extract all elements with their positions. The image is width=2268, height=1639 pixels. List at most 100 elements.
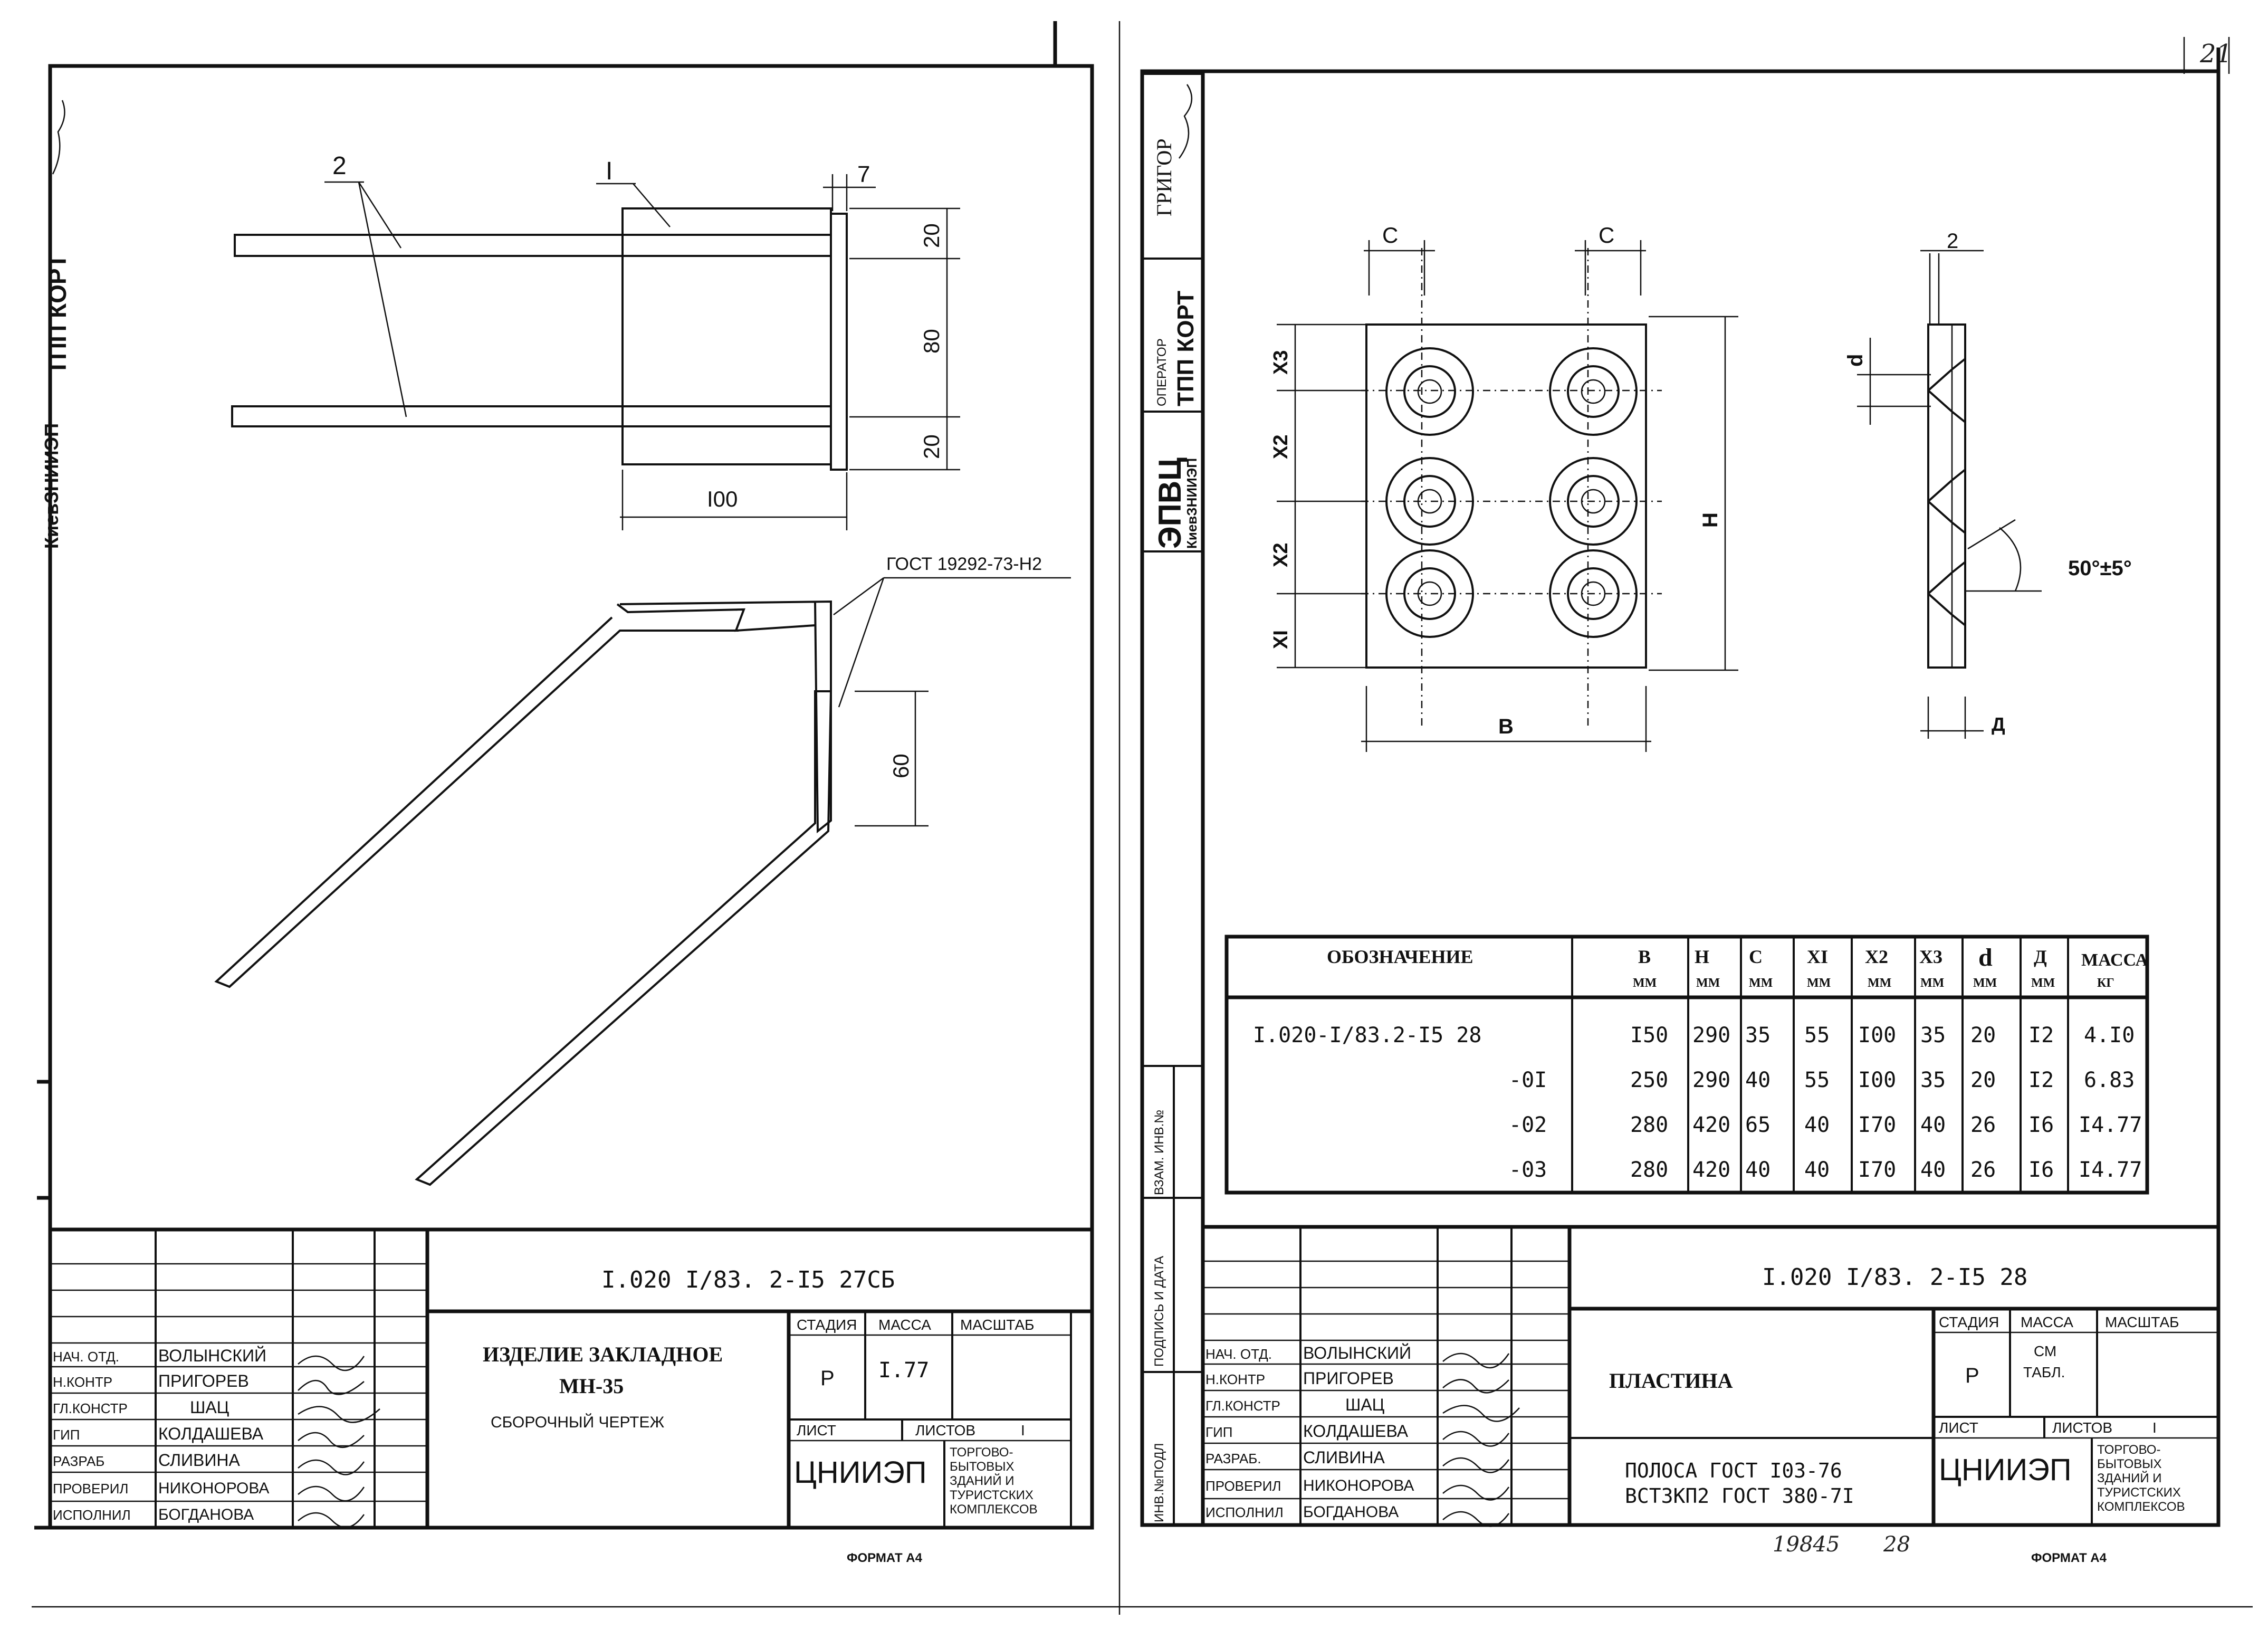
cell-designation: -02 bbox=[1509, 1113, 1547, 1137]
cell-x2: I00 bbox=[1858, 1068, 1896, 1092]
plate-plan-view: С С X3 X2 X2 XI Н В bbox=[1270, 223, 1738, 752]
left-item-name: ИЗДЕЛИЕ ЗАКЛАДНОЕ bbox=[483, 1342, 723, 1366]
th-d: d bbox=[1978, 944, 1993, 971]
plate-hole bbox=[1385, 549, 1474, 638]
left-signatures bbox=[298, 1355, 380, 1528]
th-mass: МАССА bbox=[2081, 950, 2148, 970]
right-sheet: ЭПВЦ КиевЗНИИЭП ОПЕРАТОР ТПП КОРТ ГРИГОР… bbox=[1140, 47, 2221, 1565]
th-x3: X3 bbox=[1919, 946, 1942, 967]
right-material-1: ПОЛОСА ГОСТ I03-76 bbox=[1625, 1459, 1842, 1482]
note-gost-weld: ГОСТ 19292-73-Н2 bbox=[886, 554, 1042, 574]
label-x1: XI bbox=[1270, 630, 1292, 649]
right-stamp-org: КиевЗНИИЭП bbox=[1184, 458, 1200, 549]
right-stamp-signature bbox=[1178, 84, 1193, 159]
callout-2: 2 bbox=[332, 152, 347, 180]
right-name-6: НИКОНОРОВА bbox=[1303, 1477, 1414, 1494]
label-x2-upper: X2 bbox=[1270, 435, 1292, 459]
right-stamp-box bbox=[1141, 73, 1204, 552]
callout-7: 7 bbox=[857, 161, 870, 187]
spec-table: ОБОЗНАЧЕНИЕ В ММ Н ММ С ММ XI ММ X2 ММ X… bbox=[1224, 935, 2149, 1195]
cell-d: 26 bbox=[1970, 1158, 1996, 1182]
left-stamp-signature bbox=[52, 100, 65, 175]
label-b: В bbox=[1498, 715, 1514, 738]
th-c: С bbox=[1749, 946, 1763, 967]
iso-plate-top bbox=[616, 603, 816, 632]
cell-mass: I4.77 bbox=[2079, 1158, 2142, 1182]
col-replace-inv: ВЗАМ. ИНВ.№ bbox=[1152, 1110, 1166, 1195]
label-d: d bbox=[1844, 354, 1867, 367]
th-x2: X2 bbox=[1865, 946, 1888, 967]
dim-60: 60 bbox=[888, 754, 913, 778]
cell-designation: -03 bbox=[1509, 1158, 1547, 1182]
th-x1: XI bbox=[1807, 946, 1828, 967]
plate-hole bbox=[1549, 347, 1638, 436]
right-org-desc-2: БЫТОВЫХ bbox=[2097, 1457, 2162, 1471]
iso-bar-upper bbox=[214, 616, 739, 988]
left-sheets-label: ЛИСТОВ bbox=[915, 1422, 975, 1438]
th-c-unit: ММ bbox=[1749, 976, 1773, 990]
label-D: Д bbox=[1992, 713, 2005, 735]
cell-x1: 40 bbox=[1804, 1158, 1830, 1182]
label-c-right: С bbox=[1599, 223, 1614, 247]
right-org-desc-1: ТОРГОВО- bbox=[2097, 1443, 2160, 1457]
right-role-2: Н.КОНТР bbox=[1205, 1371, 1265, 1387]
left-role-7: ИСПОЛНИЛ bbox=[53, 1507, 131, 1523]
right-role-5: РАЗРАБ. bbox=[1205, 1451, 1261, 1466]
right-org-desc-4: ТУРИСТСКИХ bbox=[2097, 1485, 2181, 1500]
cell-c: 40 bbox=[1745, 1158, 1771, 1182]
right-role-3: ГЛ.КОНСТР bbox=[1205, 1398, 1280, 1414]
left-mass-value: I.77 bbox=[878, 1358, 929, 1383]
th-x2-unit: ММ bbox=[1868, 976, 1891, 990]
th-h: Н bbox=[1695, 946, 1709, 967]
dim-20-top: 20 bbox=[919, 223, 944, 248]
th-d-unit: ММ bbox=[1973, 976, 1997, 990]
col-inv-podl: ИНВ.№ПОДЛ bbox=[1152, 1443, 1166, 1522]
left-name-7: БОГДАНОВА bbox=[158, 1506, 254, 1523]
archive-sheet: 28 bbox=[1883, 1532, 1910, 1557]
left-role-1: НАЧ. ОТД. bbox=[53, 1349, 119, 1365]
left-sheets-value: I bbox=[1021, 1422, 1025, 1438]
cell-d: 20 bbox=[1970, 1068, 1996, 1092]
right-scale-header: МАСШТАБ bbox=[2105, 1314, 2179, 1330]
cell-mass: 6.83 bbox=[2084, 1068, 2135, 1092]
cell-h: 420 bbox=[1692, 1158, 1730, 1182]
left-role-6: ПРОВЕРИЛ bbox=[53, 1481, 128, 1497]
th-D-unit: ММ bbox=[2031, 976, 2055, 990]
th-b-unit: ММ bbox=[1633, 976, 1657, 990]
cell-d: 26 bbox=[1970, 1113, 1996, 1137]
plate-hole bbox=[1385, 347, 1474, 436]
left-org-desc-2: БЫТОВЫХ bbox=[950, 1460, 1015, 1474]
cell-b: I50 bbox=[1630, 1023, 1668, 1047]
cell-x2: I70 bbox=[1858, 1113, 1896, 1137]
left-stage-value: Р bbox=[820, 1367, 835, 1390]
left-item-type: СБОРОЧНЫЙ ЧЕРТЕЖ bbox=[491, 1413, 664, 1431]
right-role-7: ИСПОЛНИЛ bbox=[1205, 1504, 1284, 1520]
right-org-name: ЦНИИЭП bbox=[1939, 1453, 2072, 1487]
cell-designation: -0I bbox=[1509, 1068, 1547, 1092]
cell-h: 290 bbox=[1692, 1023, 1730, 1047]
left-role-3: ГЛ.КОНСТР bbox=[53, 1400, 128, 1416]
right-stage-value: Р bbox=[1965, 1364, 1979, 1387]
cell-x1: 55 bbox=[1804, 1023, 1830, 1047]
cell-c: 35 bbox=[1745, 1023, 1771, 1047]
cell-x3: 40 bbox=[1920, 1113, 1946, 1137]
cell-d: 20 bbox=[1970, 1023, 1996, 1047]
table-row: -0I 250 290 40 55 I00 35 20 I2 6.83 bbox=[1509, 1068, 2135, 1092]
cell-h: 290 bbox=[1692, 1068, 1730, 1092]
right-stamp-operator: ТПП КОРТ bbox=[1173, 291, 1199, 406]
cell-x1: 40 bbox=[1804, 1113, 1830, 1137]
cell-x1: 55 bbox=[1804, 1068, 1830, 1092]
cell-mass: I4.77 bbox=[2079, 1113, 2142, 1137]
right-sheets-value: I bbox=[2152, 1419, 2157, 1436]
right-mass-header: МАССА bbox=[2021, 1314, 2073, 1330]
dim-100: I00 bbox=[707, 487, 738, 511]
right-role-6: ПРОВЕРИЛ bbox=[1205, 1478, 1281, 1494]
table-row: -02 280 420 65 40 I70 40 26 I6 I4.77 bbox=[1509, 1113, 2142, 1137]
cell-b: 280 bbox=[1630, 1113, 1668, 1137]
left-org-name: ЦНИИЭП bbox=[794, 1455, 927, 1490]
plate-outline bbox=[1365, 323, 1647, 669]
left-frame bbox=[48, 64, 1094, 1530]
left-sheet: КиевЗНИИЭП ТПП КОРТ 2 I 7 bbox=[34, 64, 1094, 1565]
cell-c: 65 bbox=[1745, 1113, 1771, 1137]
